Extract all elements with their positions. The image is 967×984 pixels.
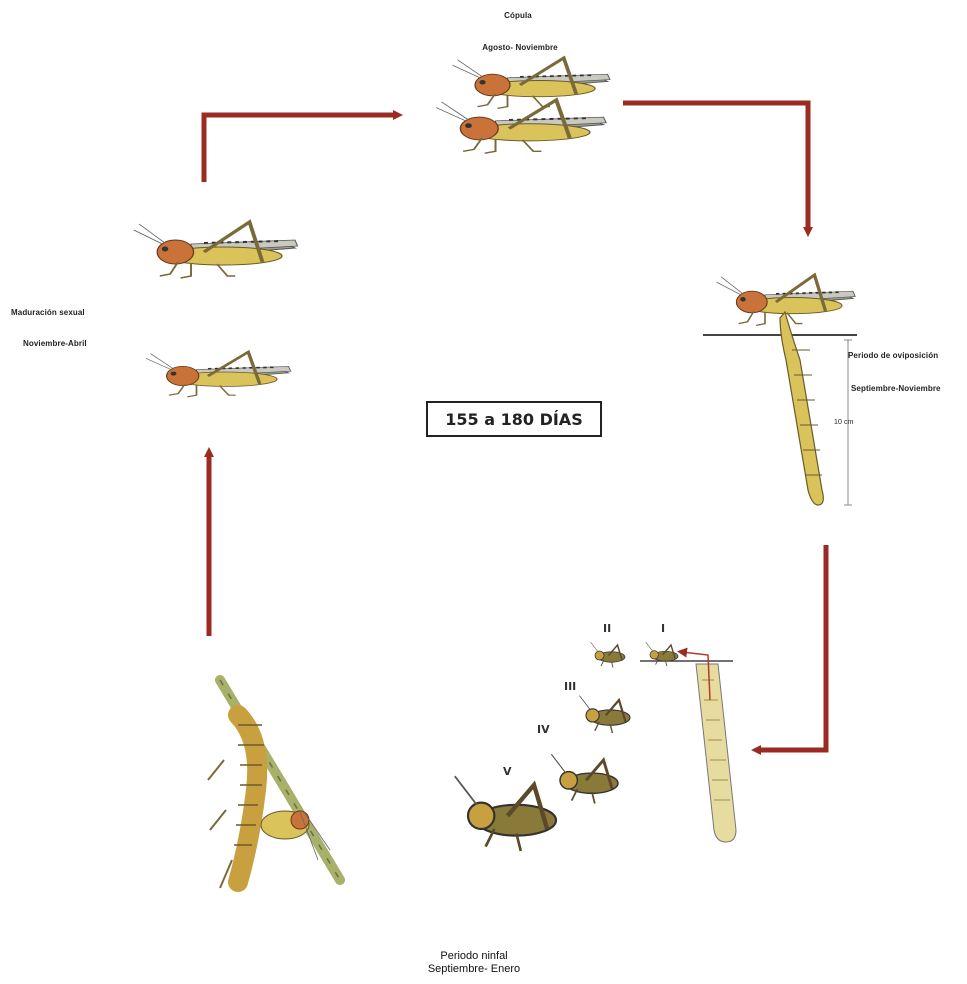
oviposition-grasshopper: [703, 273, 857, 506]
arrow-oviposition-to-nymphal: [751, 545, 829, 755]
oviposition-period: Septiembre-Noviembre: [851, 384, 941, 393]
arrow-maturation-to-copula: [201, 110, 403, 182]
copula-grasshoppers: [436, 56, 612, 153]
maturation-title: Maduración sexual: [11, 308, 85, 317]
maturation-period: Noviembre-Abril: [23, 339, 87, 348]
nymphal-title: Periodo ninfal: [440, 950, 508, 962]
molting-grasshopper: [207, 675, 345, 892]
cycle-duration-box: 155 a 180 DÍAS: [426, 401, 602, 437]
instar-label-2: II: [603, 622, 612, 635]
oviposition-measure: 10 cm: [834, 419, 854, 426]
maturation-grasshoppers: [131, 220, 300, 399]
instar-label-1: I: [661, 622, 666, 635]
oviposition-title: Periodo de oviposición: [848, 351, 939, 360]
instar-label-5: V: [503, 765, 512, 778]
arrow-copula-to-oviposition: [623, 100, 813, 237]
nymph-instar-group: [455, 641, 679, 851]
copula-period: Agosto- Noviembre: [482, 43, 558, 52]
instar-label-3: III: [564, 680, 577, 693]
nymphal-period: Septiembre- Enero: [427, 963, 521, 975]
instar-label-4: IV: [537, 723, 550, 736]
copula-title: Cópula: [504, 11, 532, 20]
egg-pod: [640, 647, 737, 843]
